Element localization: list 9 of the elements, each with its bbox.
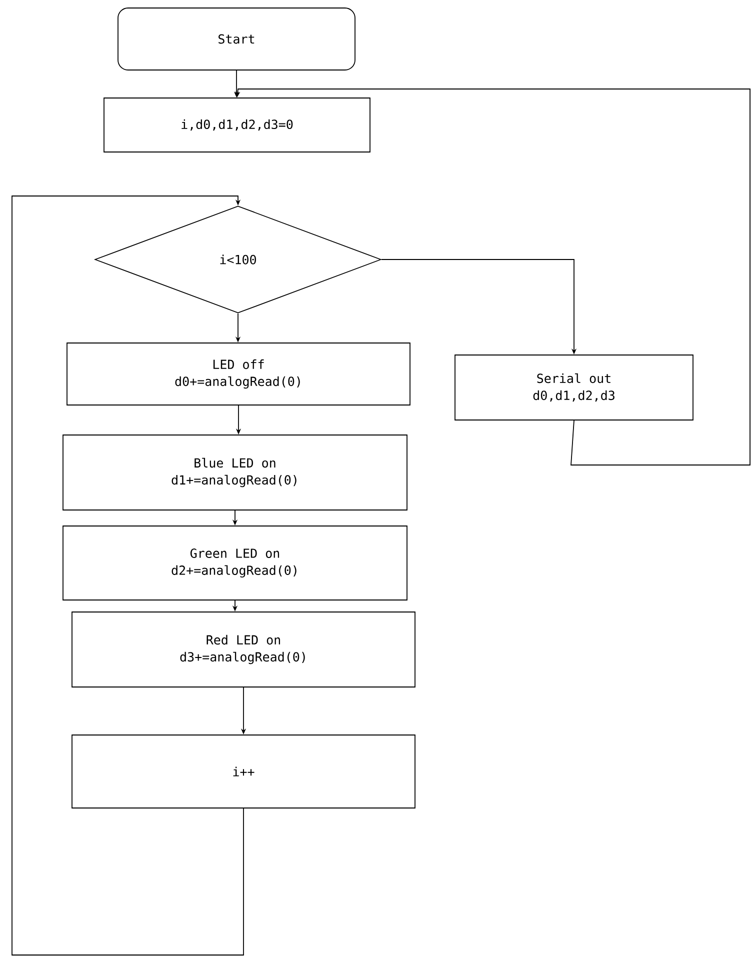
process-box: i++: [72, 734, 416, 808]
process-box: LED off d0+=analogRead(0): [66, 342, 410, 406]
arrow: [12, 196, 244, 956]
start-terminal: Start: [118, 8, 356, 70]
process-box: Red LED on d3+=analogRead(0): [72, 612, 416, 688]
process-box: i,d0,d1,d2,d3=0: [104, 98, 370, 152]
process-box: Green LED on d2+=analogRead(0): [62, 526, 408, 600]
process-box: Blue LED on d1+=analogRead(0): [62, 434, 408, 510]
process-box: Serial out d0,d1,d2,d3: [454, 354, 694, 420]
